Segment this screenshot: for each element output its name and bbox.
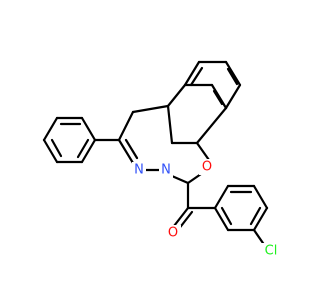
bonds: [42, 60, 269, 248]
nitrogen-atom-label: N: [161, 163, 171, 178]
bond: [50, 138, 63, 158]
carbonyl-oxygen-atom-label: O: [168, 226, 178, 241]
bond: [80, 116, 97, 142]
bond: [220, 206, 233, 226]
bond: [213, 206, 230, 232]
background: [0, 0, 300, 300]
bond: [166, 104, 174, 145]
bond: [189, 66, 204, 87]
molecule-structure-diagram: N N O O Cl: [0, 0, 300, 300]
bond: [42, 138, 59, 164]
label-mask: [258, 243, 284, 259]
label-mask: [199, 159, 215, 175]
bond: [80, 138, 97, 164]
bond: [213, 184, 230, 210]
bond: [166, 83, 187, 108]
label-mask: [132, 162, 146, 178]
bond: [183, 60, 201, 87]
bond: [252, 206, 269, 232]
bond: [252, 184, 269, 210]
bond: [249, 206, 262, 226]
bond: [224, 60, 242, 87]
bond: [224, 83, 242, 110]
ring-oxygen-atom-label: O: [202, 160, 212, 175]
bond: [210, 83, 228, 110]
atom-labels: N N O O Cl: [132, 159, 284, 259]
bond: [212, 89, 224, 106]
bond: [42, 116, 59, 142]
chlorine-atom-label: Cl: [265, 244, 278, 259]
bond: [172, 206, 190, 228]
label-mask: [165, 225, 181, 241]
label-mask: [159, 162, 173, 178]
bond: [195, 141, 211, 162]
bond: [117, 110, 135, 142]
bond: [195, 106, 228, 145]
nitrogen-atom-label: N: [134, 163, 144, 178]
bond: [76, 138, 90, 159]
bond: [117, 138, 135, 165]
bond: [124, 138, 139, 160]
bond: [226, 67, 239, 86]
bond: [131, 104, 170, 114]
bond: [186, 172, 203, 185]
